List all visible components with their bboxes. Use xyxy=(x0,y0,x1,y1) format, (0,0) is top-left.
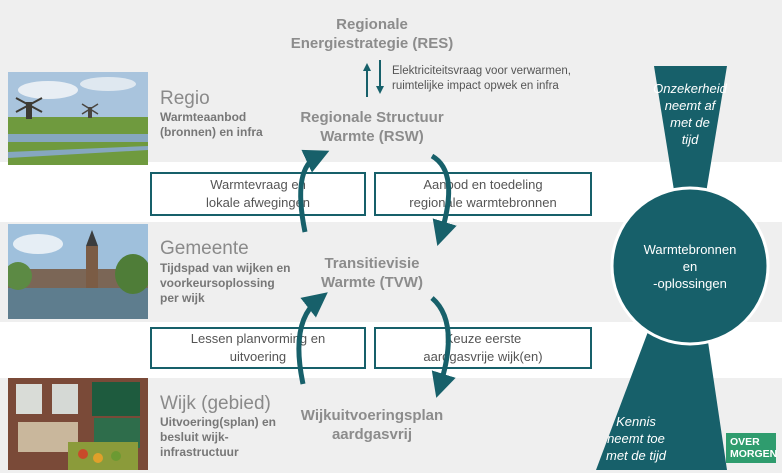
arrow-tvw-to-wuvp xyxy=(430,296,456,398)
level-regio-desc: Warmteaanbod(bronnen) en infra xyxy=(160,110,263,139)
warmtebronnen-circle xyxy=(610,186,770,346)
wijk-photo xyxy=(8,378,148,470)
level-gemeente-title: Gemeente xyxy=(160,238,249,259)
res-note: Elektriciteitsvraag voor verwarmen,ruimt… xyxy=(392,65,571,92)
arrow-tvw-to-rsw xyxy=(298,149,330,233)
level-regio-title: Regio xyxy=(160,88,210,109)
arrow-rsw-to-tvw xyxy=(430,153,457,246)
regio-photo xyxy=(8,72,148,165)
onzekerheid-shape xyxy=(654,66,727,290)
arrow-wuvp-to-tvw xyxy=(296,292,328,385)
level-wijk-title: Wijk (gebied) xyxy=(160,393,271,414)
gemeente-photo xyxy=(8,224,148,319)
